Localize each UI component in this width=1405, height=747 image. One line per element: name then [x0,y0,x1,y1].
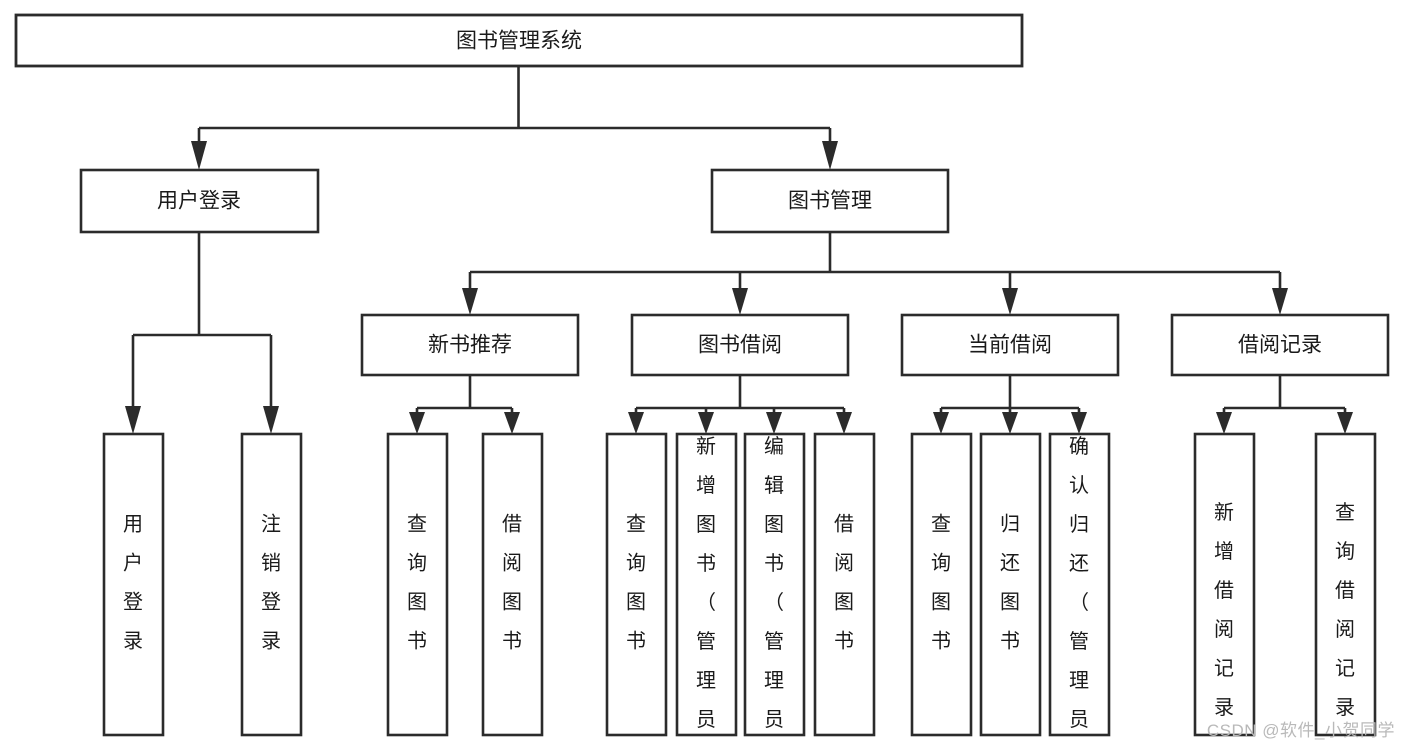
node-leaf-borrow-book-1-box[interactable] [481,432,544,737]
node-leaf-borrow-book-2-box[interactable] [813,432,876,737]
node-leaf-add-record[interactable]: 新增借阅记录 [1193,432,1256,737]
node-leaf-borrow-book-2-label: 借阅图书 [834,513,854,653]
node-leaf-edit-book[interactable]: 编辑图书（管理员） [743,432,806,747]
arrow-head-book-manage [822,141,838,170]
node-leaf-borrow-book-2[interactable]: 借阅图书 [813,432,876,737]
node-new-book-recommend-box[interactable] [360,313,580,377]
node-current-borrow[interactable]: 当前借阅 [900,313,1120,377]
node-leaf-return-book[interactable]: 归还图书 [979,432,1042,737]
node-borrow-record-box[interactable] [1170,313,1390,377]
node-borrow-record[interactable]: 借阅记录 [1170,313,1390,377]
node-leaf-user-login-box[interactable] [102,432,165,737]
node-leaf-user-login-label: 用户登录 [123,514,143,653]
node-leaf-logout[interactable]: 注销登录 [240,432,303,737]
node-leaf-query-record[interactable]: 查询借阅记录 [1314,432,1377,737]
node-user-login-label: 用户登录 [157,190,241,213]
node-leaf-return-book-label: 归还图书 [1000,513,1020,653]
node-root-label: 图书管理系统 [456,30,582,53]
node-leaf-add-book[interactable]: 新增图书（管理员） [675,432,738,747]
node-leaf-query-record-box[interactable] [1314,432,1377,737]
arrow-head-current-borrow [1002,288,1018,315]
arrow-head-leaf-borrow-book-1 [504,412,520,434]
node-leaf-query-record-label: 查询借阅记录 [1335,501,1355,719]
node-leaf-add-book-box[interactable] [675,432,738,737]
node-leaf-confirm-return-label: 确认归还（管理员） [1069,435,1089,747]
node-leaf-query-book-3-label: 查询图书 [931,513,951,653]
node-new-book-recommend-label: 新书推荐 [428,334,512,357]
node-book-manage-box[interactable] [710,168,950,234]
node-current-borrow-label: 当前借阅 [968,334,1052,357]
arrow-head-leaf-user-login [125,406,141,434]
node-leaf-logout-label: 注销登录 [261,513,281,653]
node-book-manage[interactable]: 图书管理 [710,168,950,234]
connector-layer [125,66,1353,434]
csdn-watermark: CSDN @软件_小贺同学 [1206,721,1395,740]
arrow-head-book-borrow [732,288,748,315]
node-new-book-recommend[interactable]: 新书推荐 [360,313,580,377]
node-book-borrow-label: 图书借阅 [698,334,782,357]
node-leaf-query-book-3-box[interactable] [910,432,973,737]
node-leaf-query-book-3[interactable]: 查询图书 [910,432,973,737]
node-user-login-box[interactable] [79,168,320,234]
arrow-head-leaf-edit-book [766,412,782,434]
node-leaf-add-record-box[interactable] [1193,432,1256,737]
arrow-head-leaf-add-book [698,412,714,434]
arrow-head-leaf-query-book-3 [933,412,949,434]
node-leaf-query-book-1-box[interactable] [386,432,449,737]
node-leaf-borrow-book-1[interactable]: 借阅图书 [481,432,544,737]
node-leaf-query-book-2[interactable]: 查询图书 [605,432,668,737]
arrow-head-new-book-recommend [462,288,478,315]
node-leaf-query-book-2-label: 查询图书 [626,513,646,653]
leaf-node-layer: 用户登录 注销登录 查询图书 借阅图书 查询图书 新增图书（管理员） [102,432,1377,747]
node-leaf-confirm-return-box[interactable] [1048,432,1111,737]
node-leaf-return-book-box[interactable] [979,432,1042,737]
node-leaf-add-record-label: 新增借阅记录 [1214,501,1234,719]
arrow-head-leaf-logout [263,406,279,434]
node-user-login[interactable]: 用户登录 [79,168,320,234]
arrow-head-leaf-add-record [1216,412,1232,434]
node-leaf-user-login[interactable]: 用户登录 [102,432,165,737]
node-borrow-record-label: 借阅记录 [1238,334,1322,357]
node-book-borrow-box[interactable] [630,313,850,377]
node-book-manage-label: 图书管理 [788,190,872,213]
arrow-head-leaf-return-book [1002,412,1018,434]
arrow-head-leaf-query-book-2 [628,412,644,434]
node-leaf-add-book-label: 新增图书（管理员） [696,435,716,747]
arrow-head-leaf-query-book-1 [409,412,425,434]
node-leaf-borrow-book-1-label: 借阅图书 [502,513,522,653]
node-leaf-query-book-1-label: 查询图书 [407,513,427,653]
arrow-head-user-login [191,141,207,170]
node-book-borrow[interactable]: 图书借阅 [630,313,850,377]
node-leaf-edit-book-label: 编辑图书（管理员） [764,435,784,747]
node-leaf-logout-box[interactable] [240,432,303,737]
node-leaf-confirm-return[interactable]: 确认归还（管理员） [1048,432,1111,747]
node-leaf-query-book-2-box[interactable] [605,432,668,737]
node-root[interactable]: 图书管理系统 [14,13,1024,68]
node-leaf-query-book-1[interactable]: 查询图书 [386,432,449,737]
arrow-head-leaf-query-record [1337,412,1353,434]
arrow-head-borrow-record [1272,288,1288,315]
node-current-borrow-box[interactable] [900,313,1120,377]
arrow-head-leaf-borrow-book-2 [836,412,852,434]
node-root-box[interactable] [14,13,1024,68]
arrow-head-leaf-confirm-return [1071,412,1087,434]
node-leaf-edit-book-box[interactable] [743,432,806,737]
